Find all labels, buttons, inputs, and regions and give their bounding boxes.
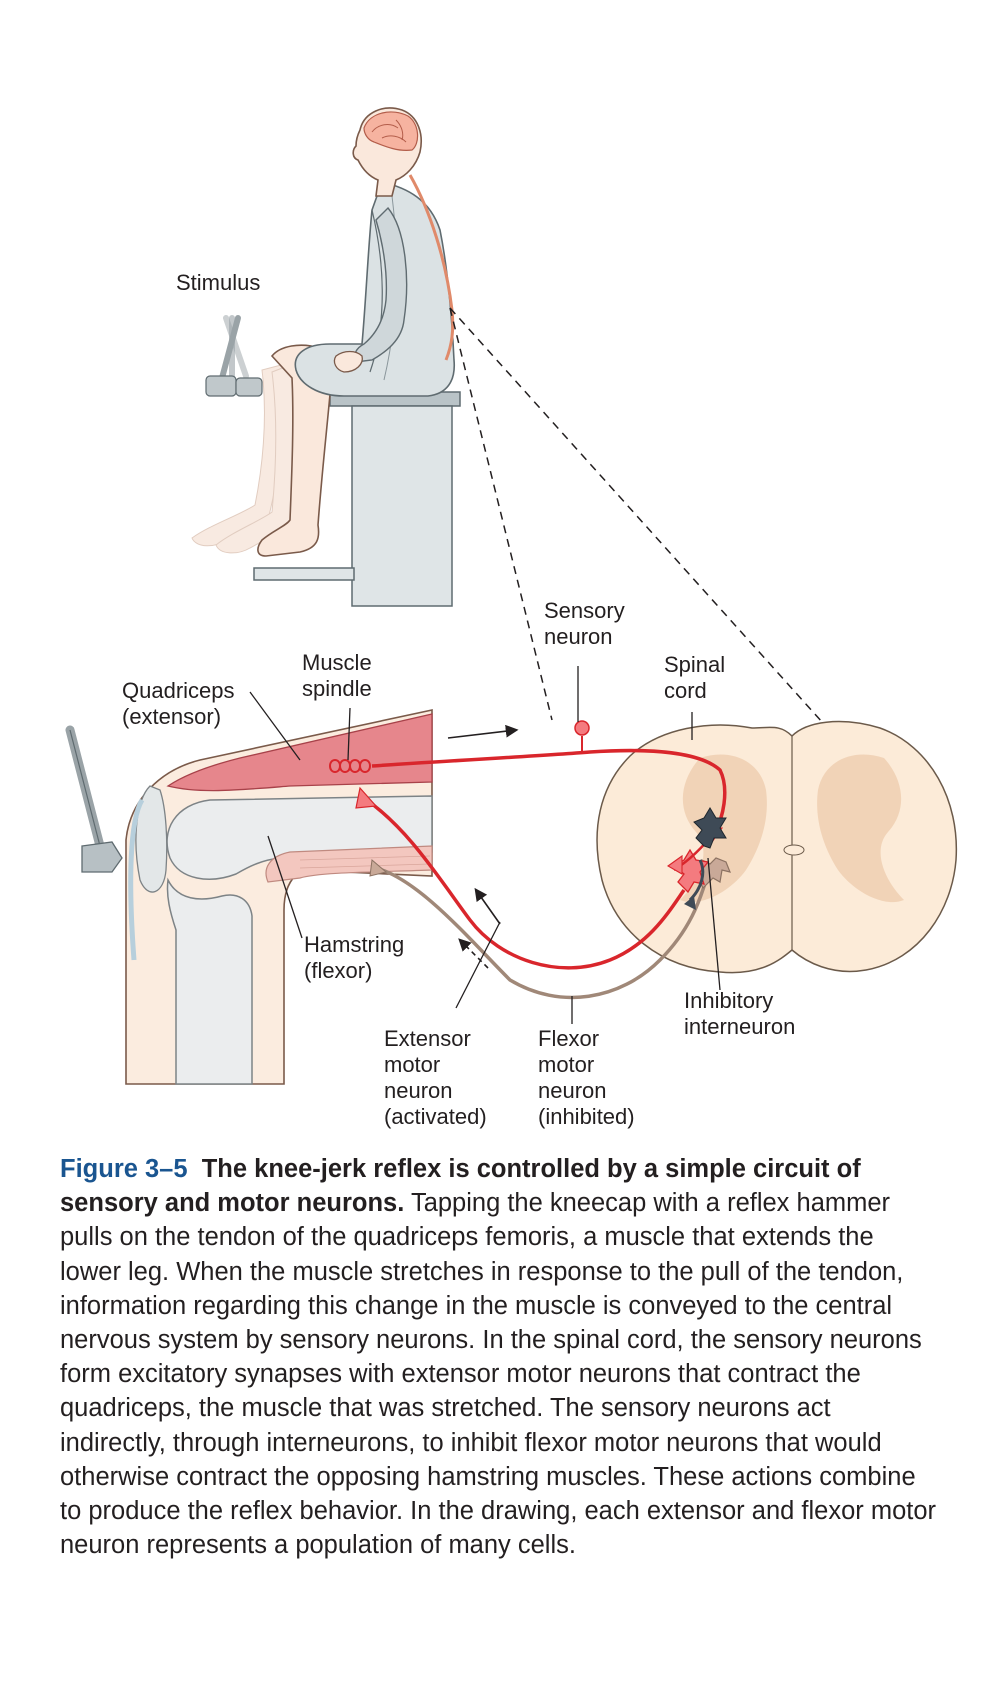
figure-number: Figure 3–5 (60, 1155, 188, 1183)
extensor-motor-neuron-label: Extensor motor neuron (activated) (384, 1026, 487, 1129)
caption-body: Tapping the kneecap with a reflex hammer… (60, 1189, 937, 1560)
reflex-hammer-bottom (65, 725, 123, 873)
stimulus-label: Stimulus (176, 270, 260, 295)
seated-person-illustration: Stimulus (176, 107, 461, 607)
extensor-motor-neuron (355, 786, 710, 970)
stool (253, 391, 461, 607)
inhibitory-interneuron-label: Inhibitory interneuron (684, 988, 795, 1039)
knee-jerk-reflex-diagram: Stimulus (65, 107, 958, 1129)
body-gown (294, 174, 455, 397)
head (352, 107, 422, 197)
muscle-spindle-label: Muscle spindle (302, 650, 378, 701)
signal-direction-arrows (447, 724, 519, 969)
femur-bone (166, 795, 433, 880)
sensory-neuron-label: Sensory neuron (544, 598, 631, 649)
quadriceps-label: Quadriceps (extensor) (122, 678, 241, 729)
caption-lead: The knee-jerk reflex is controlled by a … (60, 1155, 861, 1218)
leader-lines (249, 666, 721, 1024)
projection-lines (449, 307, 859, 763)
flexor-motor-neuron-label: Flexor motor neuron (inhibited) (538, 1026, 635, 1129)
hamstring-muscle (265, 845, 433, 883)
reflex-hammer-top (205, 315, 263, 397)
spinal-cord-section (596, 720, 958, 974)
muscle-spindle-coil (329, 759, 371, 773)
hamstring-label: Hamstring (flexor) (304, 932, 410, 983)
knee-cross-section (65, 709, 433, 1085)
spinal-cord-label: Spinal cord (664, 652, 731, 703)
figure-caption: Figure 3–5 The knee-jerk reflex is contr… (60, 1152, 940, 1562)
tibia-bone (166, 877, 253, 1085)
inhibitory-interneuron (684, 807, 727, 910)
